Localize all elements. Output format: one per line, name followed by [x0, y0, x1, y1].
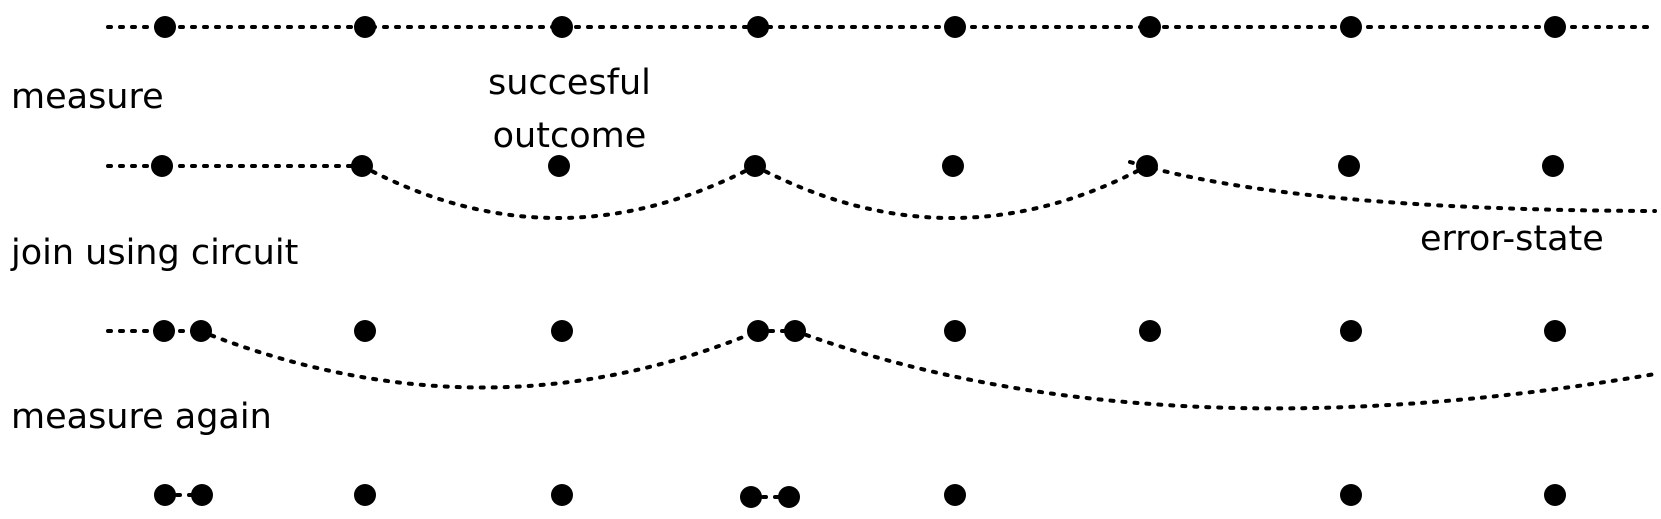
row3-qubit-dot: [1340, 320, 1362, 342]
row4-qubit-dot: [944, 484, 966, 506]
row4-qubit-dot: [354, 484, 376, 506]
row3-qubit-dot: [784, 320, 806, 342]
row2-qubit-dot: [1542, 155, 1564, 177]
label-successful-outcome: succesful outcome: [488, 57, 651, 163]
row3-arc-1: [198, 329, 760, 390]
label-measure: measure: [11, 77, 164, 117]
row3-qubit-dot: [747, 320, 769, 342]
row1-qubit-dot: [747, 16, 769, 38]
row2-qubit-dot: [942, 155, 964, 177]
row1-qubit-dot: [944, 16, 966, 38]
row4-qubit-dot: [1340, 484, 1362, 506]
row3-arc-2: [793, 329, 1657, 411]
row2-qubit-dot: [351, 155, 373, 177]
row3-qubit-dot: [354, 320, 376, 342]
row4-qubit-dot: [778, 486, 800, 508]
row3-qubit-dot: [1139, 320, 1161, 342]
connection-lines: [106, 25, 1657, 499]
row2-qubit-dot: [151, 155, 173, 177]
row1-qubit-dot: [1544, 16, 1566, 38]
row1-qubit-dot: [551, 16, 573, 38]
row2-arc-2: [753, 164, 1149, 220]
row2-arc-1: [360, 164, 757, 220]
row3-qubit-dot: [190, 320, 212, 342]
row3-qubit-dot: [1544, 320, 1566, 342]
row3-qubit-dot: [551, 320, 573, 342]
row4-qubit-dot: [1544, 484, 1566, 506]
label-error-state: error-state: [1420, 219, 1604, 259]
row3-qubit-dot: [944, 320, 966, 342]
row4-qubit-dot: [191, 484, 213, 506]
row4-qubit-dot: [551, 484, 573, 506]
row3-qubit-dot: [153, 320, 175, 342]
row2-qubit-dot: [744, 155, 766, 177]
row4-qubit-dot: [154, 484, 176, 506]
qubit-dots: [151, 16, 1566, 508]
label-outcome-line1: succesful: [488, 63, 651, 103]
row1-qubit-dot: [1139, 16, 1161, 38]
label-join-using-circuit: join using circuit: [11, 233, 299, 273]
row2-qubit-dot: [548, 155, 570, 177]
row1-qubit-dot: [1340, 16, 1362, 38]
row1-qubit-dot: [154, 16, 176, 38]
row1-qubit-dot: [354, 16, 376, 38]
row2-qubit-dot: [1338, 155, 1360, 177]
row2-error-tail: [1128, 160, 1657, 213]
row4-qubit-dot: [740, 486, 762, 508]
row2-qubit-dot: [1136, 155, 1158, 177]
label-measure-again: measure again: [11, 397, 272, 437]
label-outcome-line2: outcome: [492, 116, 647, 156]
